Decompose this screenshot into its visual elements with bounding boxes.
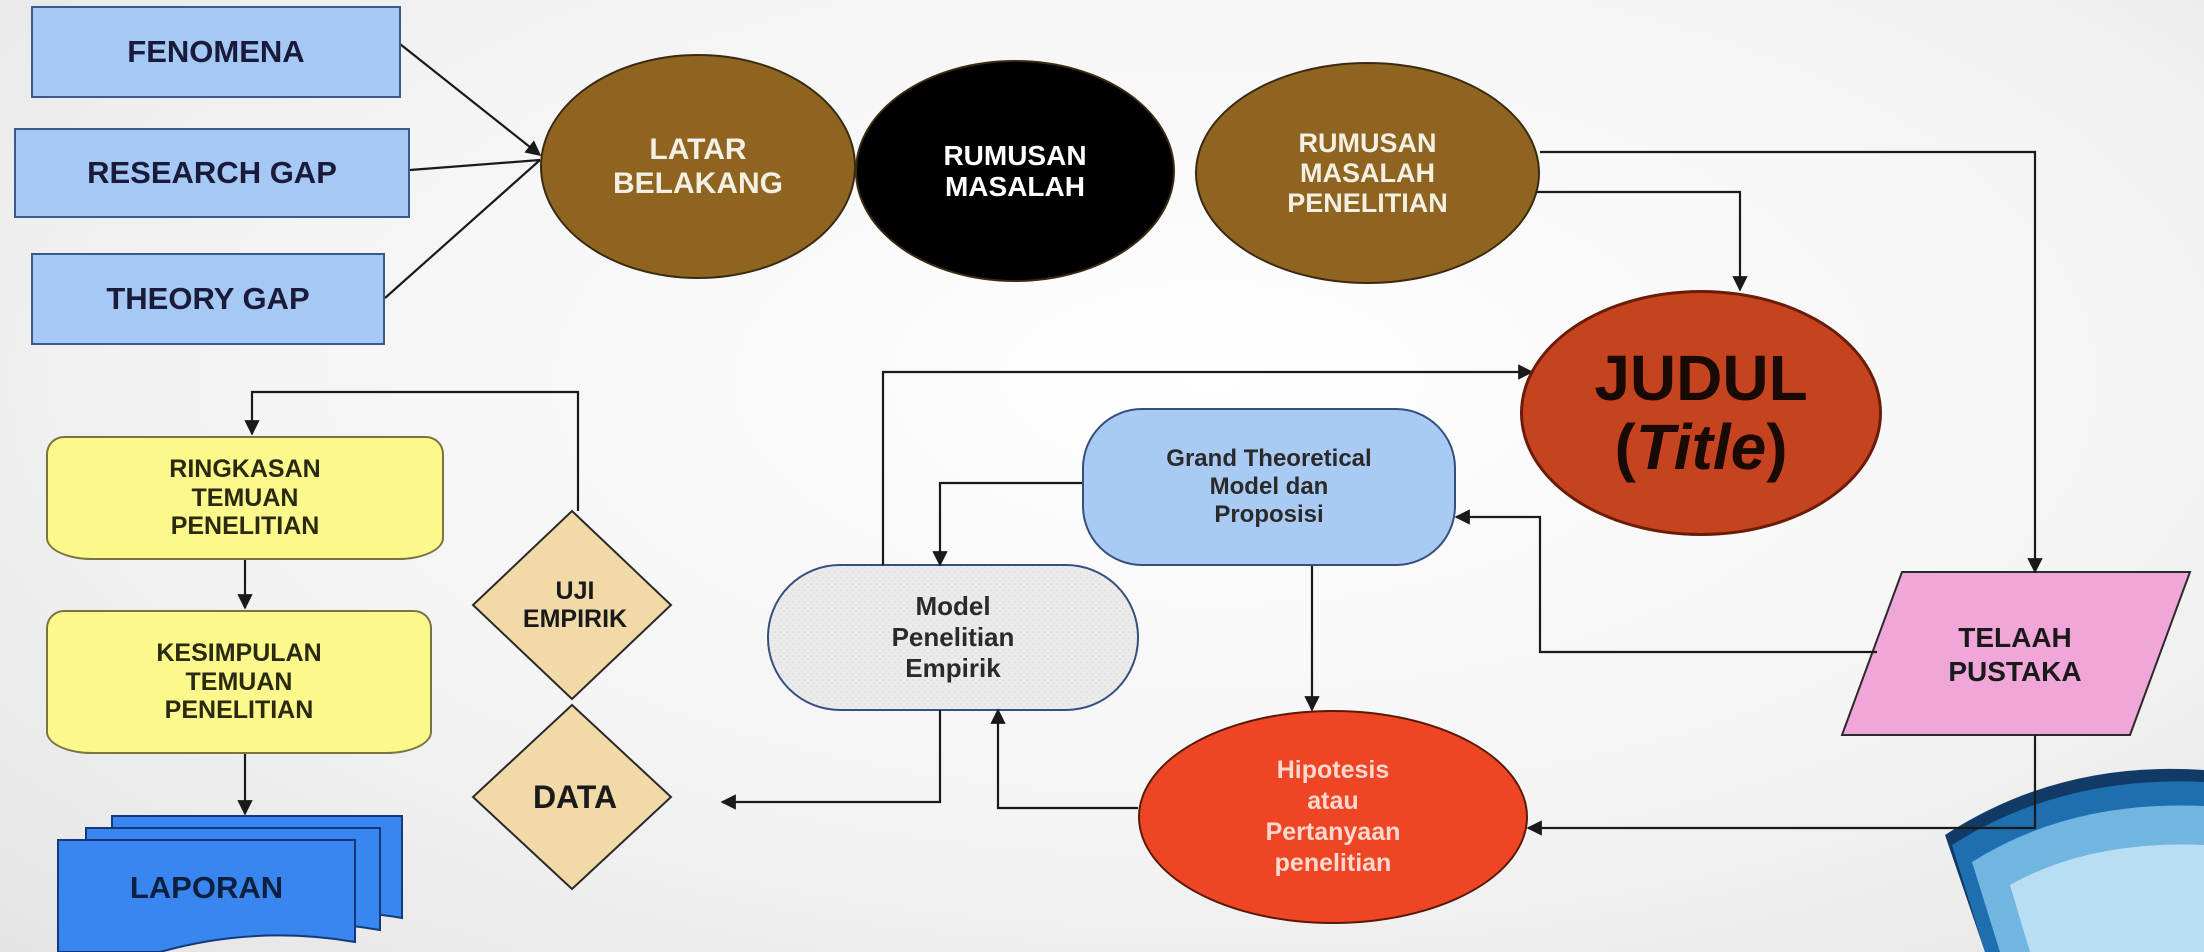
data-label: DATA [532,778,618,815]
rumusan-masalah-penelitian-label: RUMUSAN MASALAH PENELITIAN [1287,127,1448,219]
latar-belakang-circle: LATAR BELAKANG [540,54,856,279]
rumusan-masalah-circle: RUMUSAN MASALAH [855,60,1175,282]
hipotesis-circle: Hipotesis atau Pertanyaan penelitian [1138,710,1528,924]
connector-gtm-mpe [932,481,1082,567]
judul-subtitle: (Title) [1594,411,1807,483]
connector-telaah-gtm [1454,509,1877,654]
research-gap-box: RESEARCH GAP [14,128,410,218]
connector-rmp-telaah [1540,150,2043,574]
model-penelitian-empirik-box: Model Penelitian Empirik [768,565,1138,710]
model-penelitian-empirik-label: Model Penelitian Empirik [891,591,1015,683]
connector-hipotesis-mpe [990,708,1138,810]
kesimpulan-temuan-label: KESIMPULAN TEMUAN PENELITIAN [156,638,322,725]
corner-decoration [1945,768,2204,952]
judul-text: JUDUL (Title) [1594,341,1808,483]
rumusan-masalah-label: RUMUSAN MASALAH [943,139,1087,202]
telaah-pustaka-label-box: TELAAH PUSTAKA [1880,610,2150,700]
ringkasan-temuan-label: RINGKASAN TEMUAN PENELITIAN [169,454,321,541]
fenomena-label: FENOMENA [127,34,305,69]
judul-paren-open: ( [1614,411,1636,483]
judul-paren-close: ) [1766,411,1788,483]
uji-empirik-diamond [471,509,673,701]
fenomena-box: FENOMENA [31,6,401,98]
data-diamond [471,703,673,891]
laporan-label: LAPORAN [129,870,284,905]
connector-telaah-hipotesis [1526,735,2037,836]
ringkasan-temuan-box: RINGKASAN TEMUAN PENELITIAN [46,436,444,560]
theory-gap-label: THEORY GAP [106,281,310,316]
kesimpulan-temuan-box: KESIMPULAN TEMUAN PENELITIAN [46,610,432,754]
telaah-pustaka-parallelogram [1840,571,2192,736]
uji-empirik-label: UJI EMPIRIK [522,577,628,633]
connector-rmp-judul [1504,190,1748,292]
rumusan-masalah-penelitian-circle: RUMUSAN MASALAH PENELITIAN [1195,62,1540,284]
data-label-box: DATA [495,765,655,829]
laporan-label-box: LAPORAN [58,848,355,928]
connector-fenomena-latar [399,43,542,156]
judul-title-word: Title [1635,411,1767,483]
connector-research-latar [409,158,541,172]
connector-uji-ringkasan [244,390,580,511]
theory-gap-box: THEORY GAP [31,253,385,345]
uji-empirik-label-box: UJI EMPIRIK [495,565,655,645]
hipotesis-label: Hipotesis atau Pertanyaan penelitian [1265,755,1401,878]
connector-mpe-data [720,710,942,810]
judul-circle: JUDUL (Title) [1520,290,1882,536]
grand-theoretical-box: Grand Theoretical Model dan Proposisi [1082,408,1456,566]
latar-belakang-label: LATAR BELAKANG [613,132,783,200]
laporan-document-stack [57,815,403,952]
connector-mpe-judul [881,364,1534,565]
judul-label: JUDUL [1594,341,1808,414]
telaah-pustaka-label: TELAAH PUSTAKA [1948,622,2082,687]
grand-theoretical-label: Grand Theoretical Model dan Proposisi [1166,444,1372,529]
connector-theory-latar [384,159,541,299]
research-gap-label: RESEARCH GAP [87,155,337,190]
